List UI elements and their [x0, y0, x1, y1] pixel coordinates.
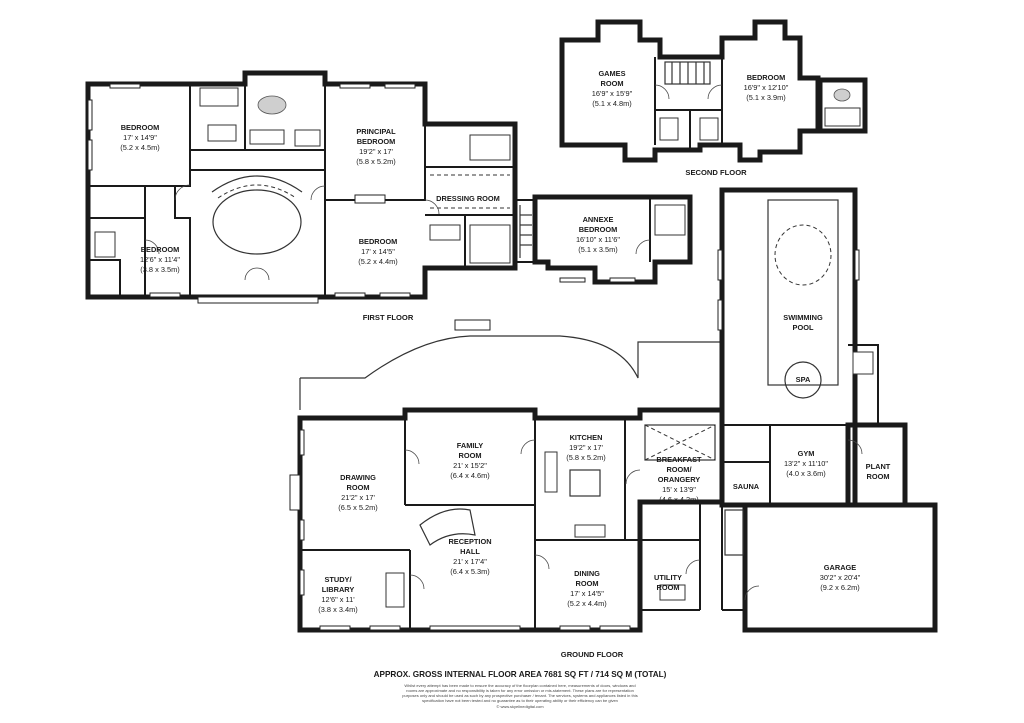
ff-annexe-name-1: ANNEXE	[583, 215, 614, 224]
ff-principal-name-2: BEDROOM	[357, 137, 396, 146]
gf-garage-name: GARAGE	[824, 563, 857, 572]
gf-breakfast-name-3: ORANGERY	[658, 475, 701, 484]
disclaimer-line-3: purposes only and should be used as such…	[402, 693, 637, 698]
ff-annexe-dim-metric: (5.1 x 3.5m)	[578, 245, 617, 254]
gf-breakfast-dim-metric: (4.6 x 4.2m)	[659, 495, 698, 504]
ff-principal-name-1: PRINCIPAL	[356, 127, 396, 136]
gf-kitchen-name: KITCHEN	[570, 433, 603, 442]
gf-drawing-name-2: ROOM	[347, 483, 370, 492]
sf-bedroom-name: BEDROOM	[747, 73, 786, 82]
gf-pool-name-2: POOL	[793, 323, 814, 332]
gf-breakfast-name-1: BREAKFAST	[656, 455, 702, 464]
ff-bedroom-2-name: BEDROOM	[141, 245, 180, 254]
gf-kitchen-dim-metric: (5.8 x 5.2m)	[566, 453, 605, 462]
gf-study-name-1: STUDY/	[324, 575, 351, 584]
ff-bedroom-3-dim-metric: (5.2 x 4.4m)	[358, 257, 397, 266]
credit-text: © www.skyelinedigital.com	[496, 704, 544, 709]
annexe-plan	[532, 194, 693, 285]
sf-bedroom-dim-imperial: 16'9" x 12'10"	[744, 83, 789, 92]
second-floor-plan	[559, 19, 868, 163]
gross-area-text: APPROX. GROSS INTERNAL FLOOR AREA 7681 S…	[374, 670, 667, 679]
ff-bedroom-1-dim-imperial: 17' x 14'9"	[123, 133, 157, 142]
first-floor-title: FIRST FLOOR	[363, 313, 414, 322]
gf-kitchen-dim-imperial: 19'2" x 17'	[569, 443, 603, 452]
gf-plant-name-1: PLANT	[866, 462, 891, 471]
gf-breakfast-dim-imperial: 15' x 13'9"	[662, 485, 696, 494]
ff-annexe-name-2: BEDROOM	[579, 225, 618, 234]
gf-family-name-2: ROOM	[459, 451, 482, 460]
first-floor-plan	[85, 70, 540, 304]
second-floor-labels: GAMES ROOM 16'9" x 15'9" (5.1 x 4.8m) BE…	[592, 69, 789, 177]
gf-drawing-dim-metric: (6.5 x 5.2m)	[338, 503, 377, 512]
ff-bedroom-3-dim-imperial: 17' x 14'5"	[361, 247, 395, 256]
gf-spa-name: SPA	[796, 375, 811, 384]
gf-dining-name-2: ROOM	[576, 579, 599, 588]
ff-dressing-name: DRESSING ROOM	[436, 194, 500, 203]
gf-family-name-1: FAMILY	[457, 441, 483, 450]
footer: APPROX. GROSS INTERNAL FLOOR AREA 7681 S…	[374, 670, 667, 709]
gf-drawing-dim-imperial: 21'2" x 17'	[341, 493, 375, 502]
gf-utility-name-1: UTILITY	[654, 573, 682, 582]
gf-reception-dim-imperial: 21' x 17'4"	[453, 557, 487, 566]
gf-gym-name: GYM	[798, 449, 815, 458]
sf-games-dim-imperial: 16'9" x 15'9"	[592, 89, 633, 98]
gf-reception-name-1: RECEPTION	[448, 537, 491, 546]
gf-reception-dim-metric: (6.4 x 5.3m)	[450, 567, 489, 576]
ground-floor-plan	[289, 187, 938, 633]
gf-breakfast-name-2: ROOM/	[666, 465, 691, 474]
ff-bedroom-1-name: BEDROOM	[121, 123, 160, 132]
first-floor-labels: BEDROOM 17' x 14'9" (5.2 x 4.5m) BEDROOM…	[120, 123, 620, 322]
disclaimer-line-1: Whilst every attempt has been made to en…	[404, 683, 635, 688]
ground-floor-title: GROUND FLOOR	[561, 650, 624, 659]
ff-bedroom-1-dim-metric: (5.2 x 4.5m)	[120, 143, 159, 152]
gf-sauna-name: SAUNA	[733, 482, 760, 491]
sf-games-dim-metric: (5.1 x 4.8m)	[592, 99, 631, 108]
gf-family-dim-metric: (6.4 x 4.6m)	[450, 471, 489, 480]
gf-garage-dim-imperial: 30'2" x 20'4"	[820, 573, 861, 582]
gf-study-dim-imperial: 12'6" x 11'	[321, 595, 355, 604]
ff-bedroom-2-dim-metric: (3.8 x 3.5m)	[140, 265, 179, 274]
ff-annexe-dim-imperial: 16'10" x 11'6"	[576, 235, 620, 244]
sf-games-name-1: GAMES	[598, 69, 625, 78]
gf-utility-name-2: ROOM	[657, 583, 680, 592]
ground-floor-labels: SWIMMING POOL SPA SAUNA GYM 13'2" x 11'1…	[318, 313, 891, 659]
sf-games-name-2: ROOM	[601, 79, 624, 88]
gf-plant-name-2: ROOM	[867, 472, 890, 481]
gf-gym-dim-metric: (4.0 x 3.6m)	[786, 469, 825, 478]
gf-drawing-name-1: DRAWING	[340, 473, 376, 482]
gf-dining-dim-metric: (5.2 x 4.4m)	[567, 599, 606, 608]
gf-study-name-2: LIBRARY	[322, 585, 355, 594]
gf-study-dim-metric: (3.8 x 3.4m)	[318, 605, 357, 614]
ff-bedroom-2-dim-imperial: 12'6" x 11'4"	[140, 255, 180, 264]
gf-garage-dim-metric: (9.2 x 6.2m)	[820, 583, 859, 592]
gf-dining-name-1: DINING	[574, 569, 600, 578]
ff-principal-dim-metric: (5.8 x 5.2m)	[356, 157, 395, 166]
gf-family-dim-imperial: 21' x 15'2"	[453, 461, 487, 470]
ff-bedroom-3-name: BEDROOM	[359, 237, 398, 246]
sf-bedroom-dim-metric: (5.1 x 3.9m)	[746, 93, 785, 102]
gf-dining-dim-imperial: 17' x 14'5"	[570, 589, 604, 598]
disclaimer-line-2: rooms are approximate and no responsibil…	[406, 688, 634, 693]
second-floor-title: SECOND FLOOR	[685, 168, 747, 177]
disclaimer-line-4: specification have not been tested and n…	[422, 698, 618, 703]
gf-reception-name-2: HALL	[460, 547, 480, 556]
ff-principal-dim-imperial: 19'2" x 17'	[359, 147, 393, 156]
gf-gym-dim-imperial: 13'2" x 11'10"	[784, 459, 828, 468]
gf-pool-name-1: SWIMMING	[783, 313, 823, 322]
